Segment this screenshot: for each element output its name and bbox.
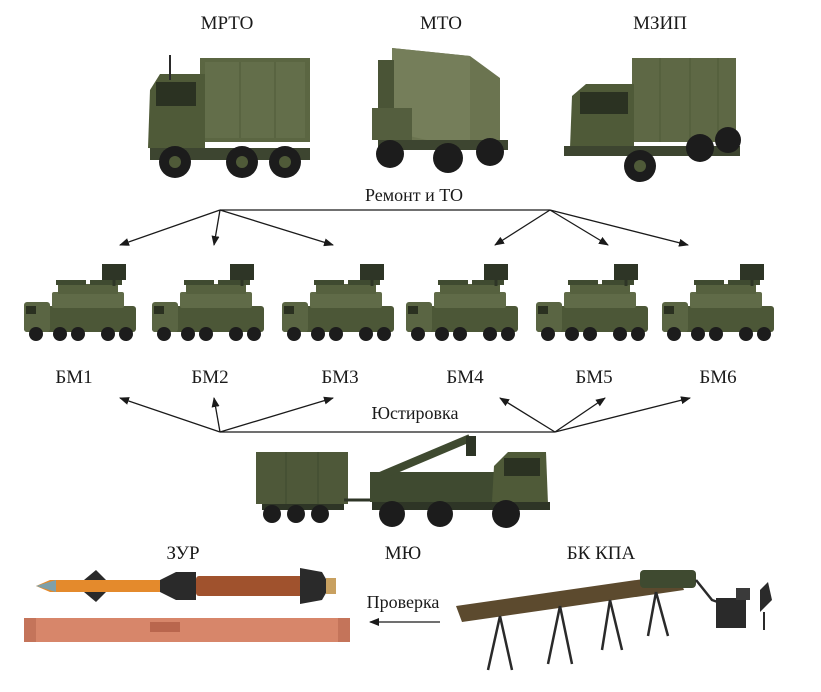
label-bm3: БМ3 (321, 367, 359, 388)
mto-truck-image (372, 48, 508, 173)
label-mrto: МРТО (200, 13, 254, 34)
repair-arrows (119, 209, 689, 247)
bm5-vehicle-image (534, 262, 650, 343)
zur-canister-image (24, 618, 350, 642)
label-bm5: БМ5 (575, 367, 613, 388)
label-myu: МЮ (384, 543, 422, 564)
label-repair: Ремонт и ТО (364, 185, 464, 205)
label-bm1: БМ1 (55, 367, 93, 388)
alignment-arrows (119, 396, 691, 433)
bm3-vehicle-image (280, 262, 396, 343)
label-bm2: БМ2 (191, 367, 229, 388)
bm6-vehicle-image (660, 262, 776, 343)
label-alignment: Юстировка (371, 403, 459, 423)
label-bk-kpa: БК КПА (566, 543, 636, 564)
zur-missile-image (36, 568, 336, 604)
label-bm4: БМ4 (446, 367, 484, 388)
label-bm6: БМ6 (699, 367, 737, 388)
mrto-truck-image (148, 55, 310, 178)
label-mto: МТО (420, 13, 462, 34)
bm1-vehicle-image (22, 262, 138, 343)
bm2-vehicle-image (150, 262, 266, 343)
bm4-vehicle-image (404, 262, 520, 343)
bk-kpa-equipment-image (456, 570, 772, 671)
mzip-truck-image (564, 58, 741, 182)
myu-vehicle-image (256, 434, 550, 528)
label-mzip: МЗИП (633, 13, 687, 34)
label-zur: ЗУР (166, 543, 200, 564)
label-check: Проверка (366, 592, 440, 612)
